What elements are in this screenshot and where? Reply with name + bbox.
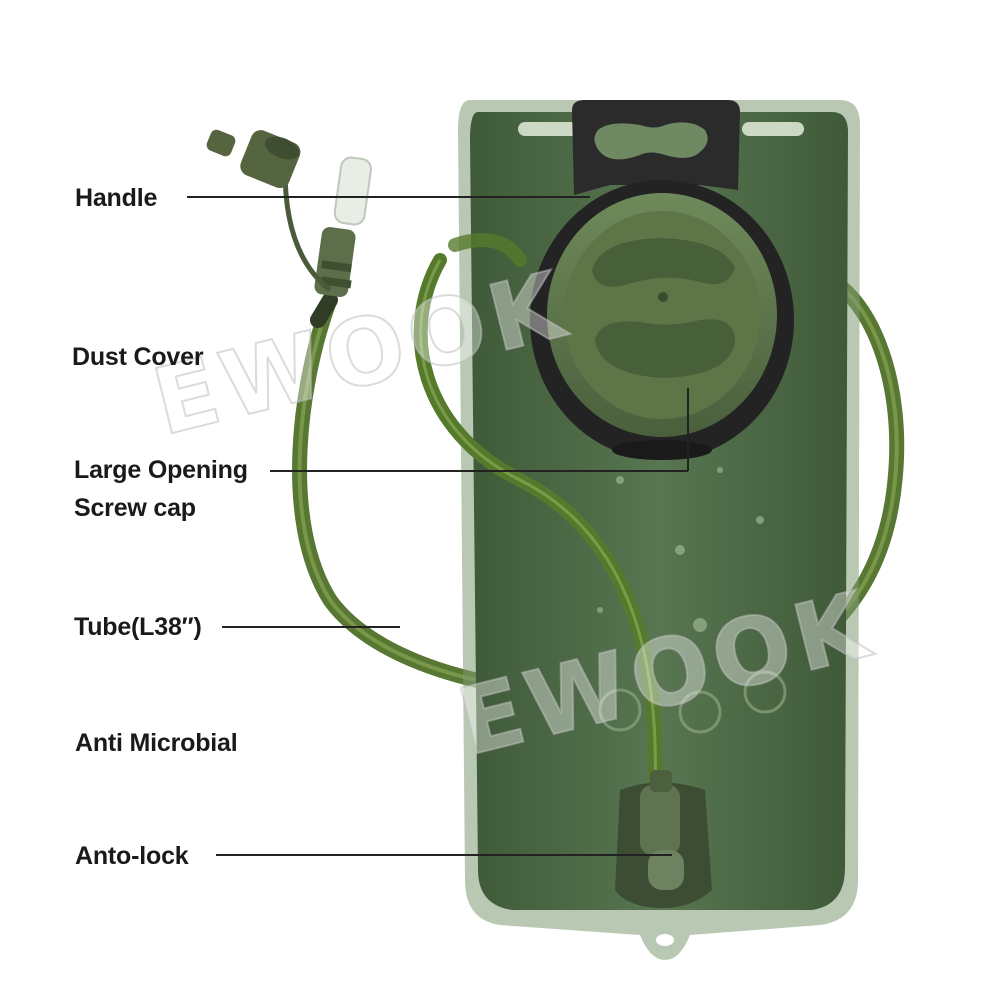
label-dust-cover: Dust Cover [72,343,204,371]
handle [572,100,740,195]
tube-front [413,233,663,797]
label-tube: Tube(L38″) [74,613,202,641]
label-large-opening: Large Opening [74,456,248,484]
label-anto-lock: Anto-lock [75,842,189,870]
label-screw-cap: Screw cap [74,494,196,522]
dust-cover [206,129,332,292]
screw-cap [530,180,794,460]
bite-valve [310,156,373,328]
anto-lock-connector [615,770,712,909]
callout-lines [187,196,689,856]
label-handle: Handle [75,184,158,212]
label-anti-microbial: Anti Microbial [75,729,238,757]
